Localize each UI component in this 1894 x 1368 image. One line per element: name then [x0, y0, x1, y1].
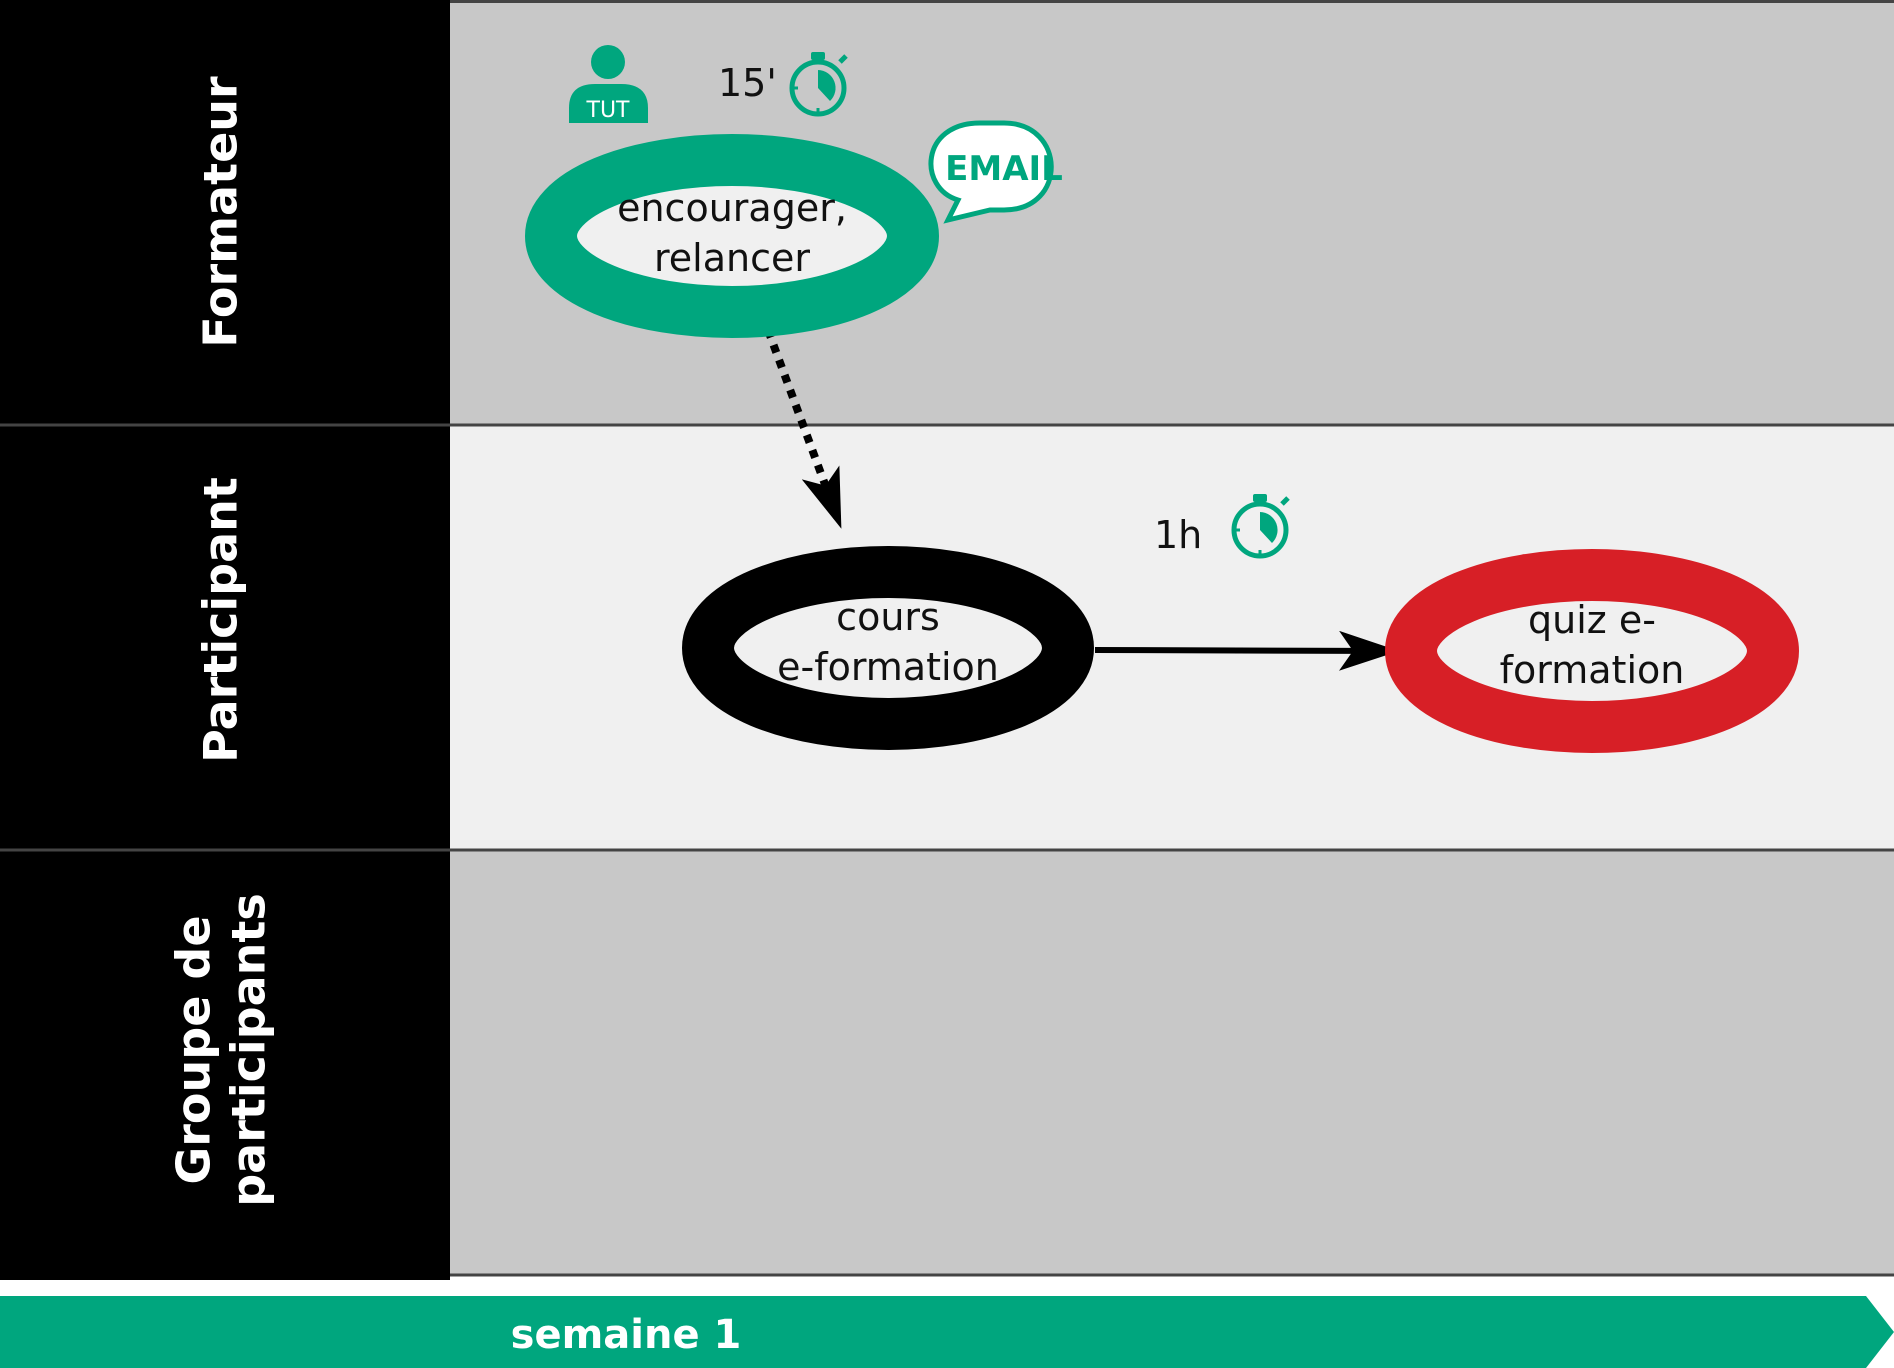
- node-label-line1: quiz e-: [1528, 598, 1656, 642]
- tutor-duration: 15': [718, 61, 777, 105]
- person-icon: TUT: [569, 45, 648, 123]
- node-label-line2: relancer: [654, 236, 810, 280]
- lane-label-participant: Participant: [194, 477, 248, 763]
- timeline-bar: semaine 1: [0, 1296, 1894, 1368]
- activity-node-quiz: quiz e- formation: [1385, 549, 1799, 753]
- activity-node-encourager: encourager, relancer: [525, 134, 939, 338]
- node-label-line1: encourager,: [617, 186, 847, 230]
- lane-label-groupe-line1: Groupe de: [167, 915, 221, 1184]
- speech-bubble-icon: EMAIL: [928, 120, 1063, 224]
- role-badge: TUT: [586, 98, 631, 123]
- node-label-line2: formation: [1500, 648, 1685, 692]
- timeline-label: semaine 1: [511, 1312, 742, 1358]
- lane-header-column: [0, 0, 450, 1280]
- node-label-line2: e-formation: [777, 645, 999, 689]
- dotted-arrow: [764, 328, 844, 529]
- activity-node-cours: cours e-formation: [682, 546, 1094, 750]
- lane-label-formateur: Formateur: [194, 76, 248, 348]
- cours-duration: 1h: [1154, 513, 1202, 557]
- swimlane-groupe: [450, 850, 1894, 1275]
- node-label-line1: cours: [836, 595, 940, 639]
- lane-label-groupe-line2: participants: [222, 893, 276, 1207]
- email-label: EMAIL: [945, 149, 1063, 189]
- solid-arrow: [1094, 630, 1399, 671]
